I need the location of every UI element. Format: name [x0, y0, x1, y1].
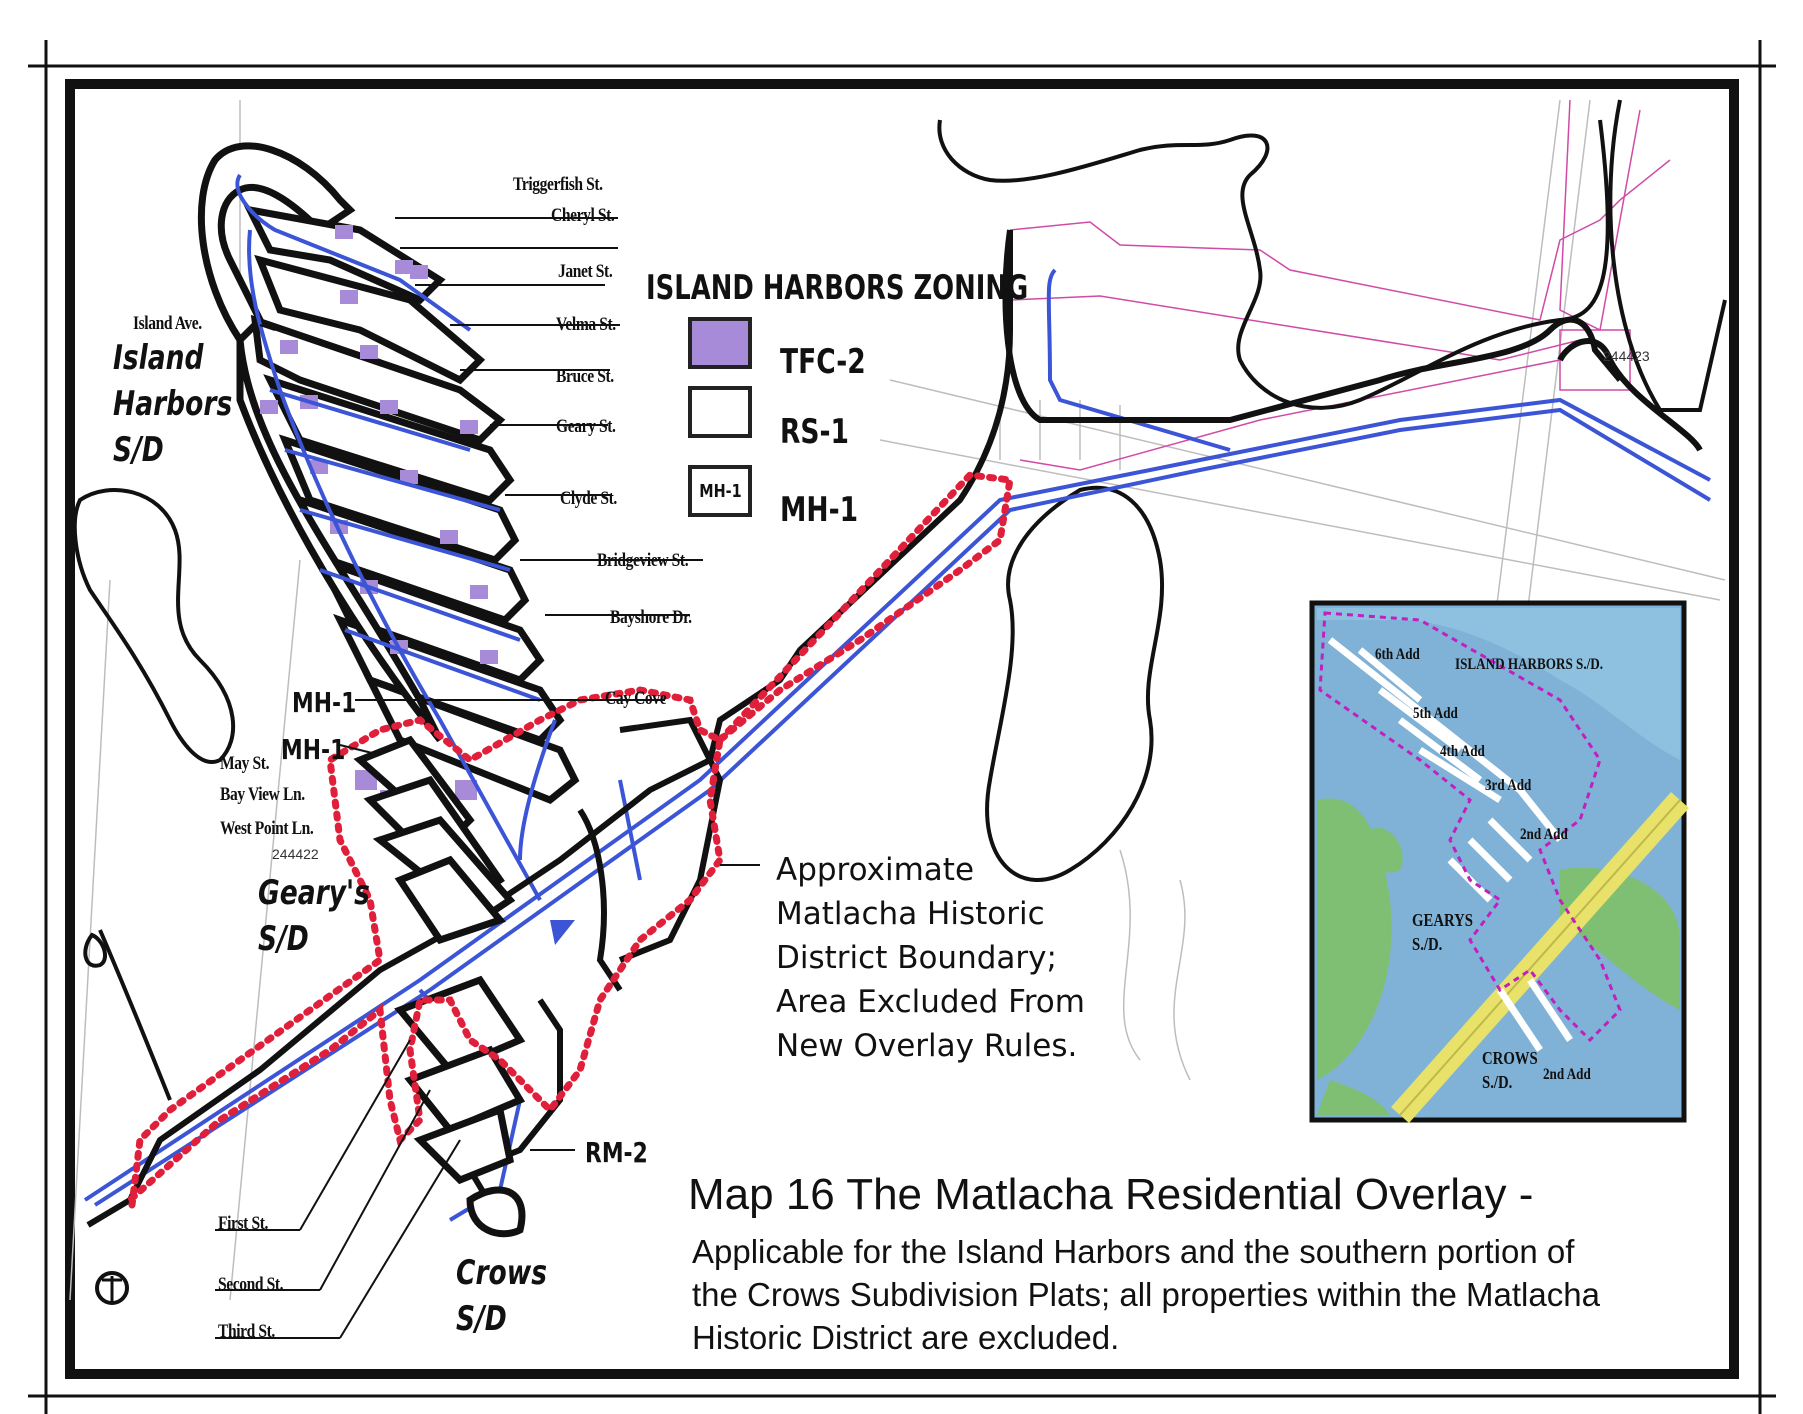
- historic-note-line-4: Area Excluded From: [776, 984, 1085, 1020]
- inset-label-4th-add: 4th Add: [1440, 743, 1485, 760]
- street-label-bay-view: Bay View Ln.: [220, 784, 305, 805]
- street-label-cheryl: Cheryl St.: [551, 205, 615, 226]
- leader-lines: [215, 217, 760, 1339]
- subdivision-label-island-harbors: Island Harbors S/D: [113, 338, 233, 470]
- street-label-island-ave: Island Ave.: [133, 313, 202, 334]
- street-label-bridgeview: Bridgeview St.: [597, 550, 689, 571]
- historic-note: Approximate Matlacha Historic District B…: [776, 848, 1085, 1068]
- map-subtitle-line-2: the Crows Subdivision Plats; all propert…: [692, 1276, 1600, 1313]
- inset-label-3rd-add: 3rd Add: [1485, 777, 1532, 794]
- street-label-second: Second St.: [218, 1274, 284, 1295]
- gearys-blocks: [353, 735, 516, 945]
- legend-swatch-mh1-text: MH-1: [698, 480, 742, 502]
- subdivision-label-crows: Crows S/D: [456, 1253, 548, 1339]
- map-title: Map 16 The Matlacha Residential Overlay …: [688, 1170, 1534, 1219]
- inset-label-5th-add: 5th Add: [1413, 705, 1458, 722]
- historic-note-line-5: New Overlay Rules.: [776, 1028, 1078, 1064]
- street-label-may: May St.: [220, 753, 270, 774]
- street-label-janet: Janet St.: [558, 261, 613, 282]
- inset-label-crows: CROWS S./D.: [1482, 1048, 1538, 1092]
- historic-note-line-1: Approximate: [776, 852, 975, 888]
- legend-label-tfc2: TFC-2: [780, 342, 866, 382]
- island-harbors-blocks: [197, 142, 580, 805]
- parcel-number-right: 244423: [1603, 348, 1650, 364]
- street-label-bruce: Bruce St.: [556, 366, 614, 387]
- historic-district-boundary: [125, 686, 724, 1207]
- direction-arrow: [550, 920, 575, 945]
- street-label-first: First St.: [218, 1213, 268, 1234]
- street-label-geary: Geary St.: [556, 416, 616, 437]
- legend-swatch-mh1: MH-1: [688, 465, 752, 517]
- street-label-triggerfish: Triggerfish St.: [513, 174, 603, 195]
- map-subtitle-line-1: Applicable for the Island Harbors and th…: [692, 1233, 1575, 1270]
- legend-label-rs1: RS-1: [780, 412, 849, 452]
- zone-label-mh1-a: MH-1: [292, 686, 357, 719]
- legend-swatch-tfc2: [688, 317, 752, 369]
- map-subtitle: Applicable for the Island Harbors and th…: [692, 1230, 1600, 1359]
- zone-label-rm2: RM-2: [585, 1136, 648, 1169]
- historic-boundary-highway: [716, 471, 1015, 744]
- coastlines: [72, 99, 1727, 1101]
- inset-label-gearys: GEARYS S./D.: [1412, 910, 1474, 954]
- street-label-velma: Velma St.: [556, 314, 616, 335]
- legend-label-mh1: MH-1: [780, 490, 859, 530]
- street-label-clyde: Clyde St.: [560, 488, 617, 509]
- inset-label-2nd-add: 2nd Add: [1520, 826, 1568, 843]
- north-arrow-icon: [95, 1271, 129, 1305]
- zone-label-mh1-b: MH-1: [281, 733, 346, 766]
- inset-label-island-harbors: ISLAND HARBORS S./D.: [1455, 656, 1603, 673]
- street-label-cay-cove: Cay Cove: [605, 688, 667, 709]
- map-subtitle-line-3: Historic District are excluded.: [692, 1319, 1120, 1356]
- inset-label-6th-add: 6th Add: [1375, 646, 1420, 663]
- legend-title: ISLAND HARBORS ZONING: [646, 268, 1029, 308]
- inset-label-crows-2nd-add: 2nd Add: [1543, 1066, 1591, 1083]
- inset-map: [1309, 600, 1689, 1123]
- subdivision-label-gearys: Geary's S/D: [258, 873, 370, 959]
- historic-note-line-3: District Boundary;: [776, 940, 1057, 976]
- street-label-bayshore: Bayshore Dr.: [610, 607, 692, 628]
- historic-note-line-2: Matlacha Historic: [776, 896, 1045, 932]
- street-label-third: Third St.: [218, 1321, 275, 1342]
- legend-swatch-rs1: [688, 386, 752, 438]
- street-label-west-point: West Point Ln.: [220, 818, 314, 839]
- parcel-number-left: 244422: [272, 846, 319, 862]
